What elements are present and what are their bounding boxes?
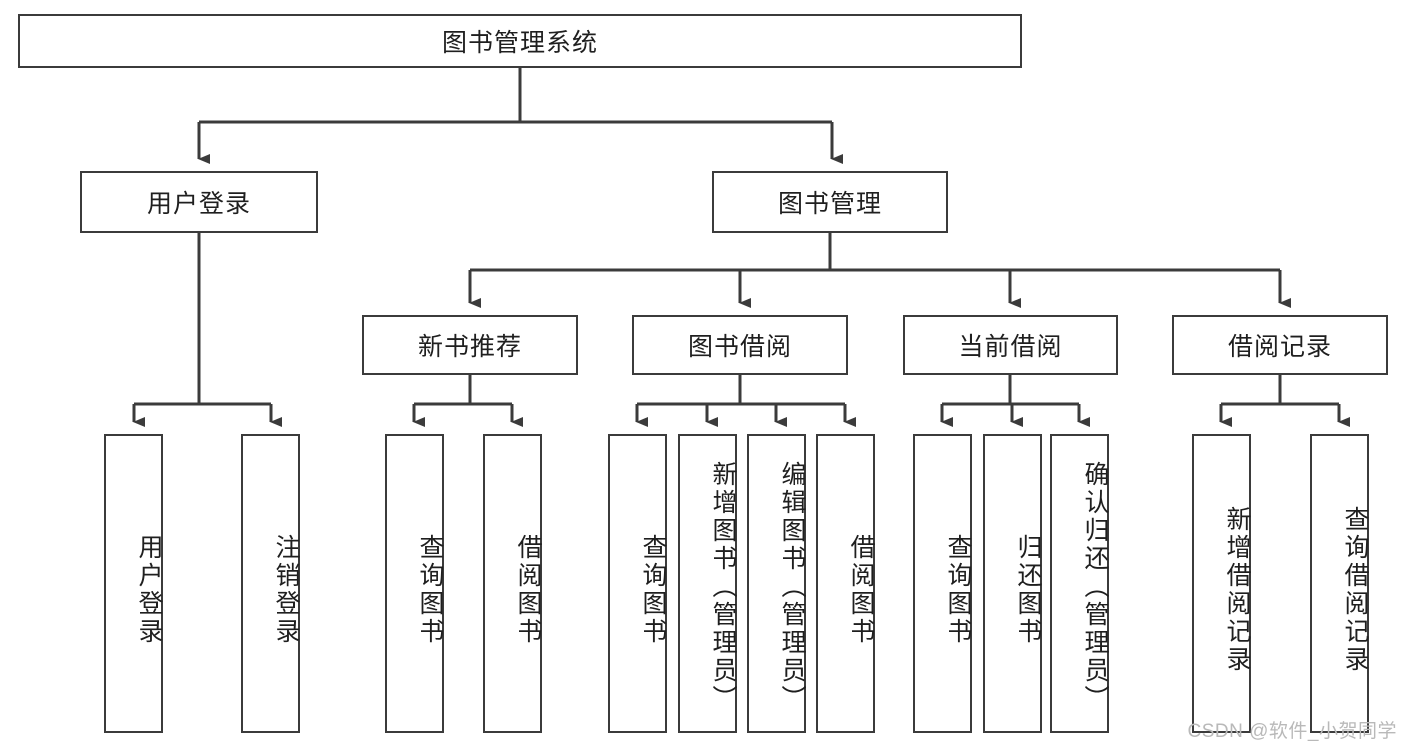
node-book-borrow-label: 图书借阅 [687, 333, 792, 361]
leaf-edit-book-admin[interactable]: 编辑图书（管理员） [747, 434, 806, 733]
node-book-borrow[interactable]: 图书借阅 [632, 315, 848, 375]
leaf-confirm-return-admin-label: 确认归还（管理员） [1081, 460, 1109, 713]
leaf-query-book-borrow-label: 查询图书 [639, 533, 667, 646]
leaf-edit-book-admin-label: 编辑图书（管理员） [778, 460, 806, 713]
leaf-add-book-admin[interactable]: 新增图书（管理员） [678, 434, 737, 733]
leaf-query-book-recommend[interactable]: 查询图书 [385, 434, 444, 733]
node-user-login-label: 用户登录 [146, 190, 251, 218]
node-book-management-label: 图书管理 [777, 190, 882, 218]
node-user-login[interactable]: 用户登录 [80, 171, 318, 233]
leaf-query-book-recommend-label: 查询图书 [416, 533, 444, 646]
leaf-query-borrow-record-label: 查询借阅记录 [1341, 505, 1369, 674]
leaf-borrow-book-label: 借阅图书 [847, 533, 875, 646]
leaf-confirm-return-admin[interactable]: 确认归还（管理员） [1050, 434, 1109, 733]
leaf-return-book[interactable]: 归还图书 [983, 434, 1042, 733]
node-borrow-record[interactable]: 借阅记录 [1172, 315, 1388, 375]
leaf-borrow-book-recommend[interactable]: 借阅图书 [483, 434, 542, 733]
csdn-watermark: CSDN @软件_小贺同学 [1187, 721, 1397, 742]
leaf-borrow-book-recommend-label: 借阅图书 [514, 533, 542, 646]
leaf-return-book-label: 归还图书 [1014, 533, 1042, 646]
leaf-query-book-borrow[interactable]: 查询图书 [608, 434, 667, 733]
leaf-add-borrow-record-label: 新增借阅记录 [1223, 505, 1251, 674]
leaf-query-borrow-record[interactable]: 查询借阅记录 [1310, 434, 1369, 733]
node-new-book-recommend[interactable]: 新书推荐 [362, 315, 578, 375]
node-new-book-recommend-label: 新书推荐 [417, 333, 522, 361]
leaf-add-book-admin-label: 新增图书（管理员） [709, 460, 737, 713]
leaf-user-login[interactable]: 用户登录 [104, 434, 163, 733]
leaf-add-borrow-record[interactable]: 新增借阅记录 [1192, 434, 1251, 733]
node-book-management[interactable]: 图书管理 [712, 171, 948, 233]
node-current-borrow-label: 当前借阅 [958, 333, 1063, 361]
leaf-query-book-current-label: 查询图书 [944, 533, 972, 646]
node-borrow-record-label: 借阅记录 [1227, 333, 1332, 361]
node-root-label: 图书管理系统 [441, 29, 598, 57]
leaf-user-login-label: 用户登录 [135, 533, 163, 646]
leaf-borrow-book[interactable]: 借阅图书 [816, 434, 875, 733]
node-current-borrow[interactable]: 当前借阅 [903, 315, 1118, 375]
leaf-query-book-current[interactable]: 查询图书 [913, 434, 972, 733]
leaf-logout-login[interactable]: 注销登录 [241, 434, 300, 733]
leaf-logout-login-label: 注销登录 [272, 533, 300, 646]
node-root[interactable]: 图书管理系统 [18, 14, 1022, 68]
